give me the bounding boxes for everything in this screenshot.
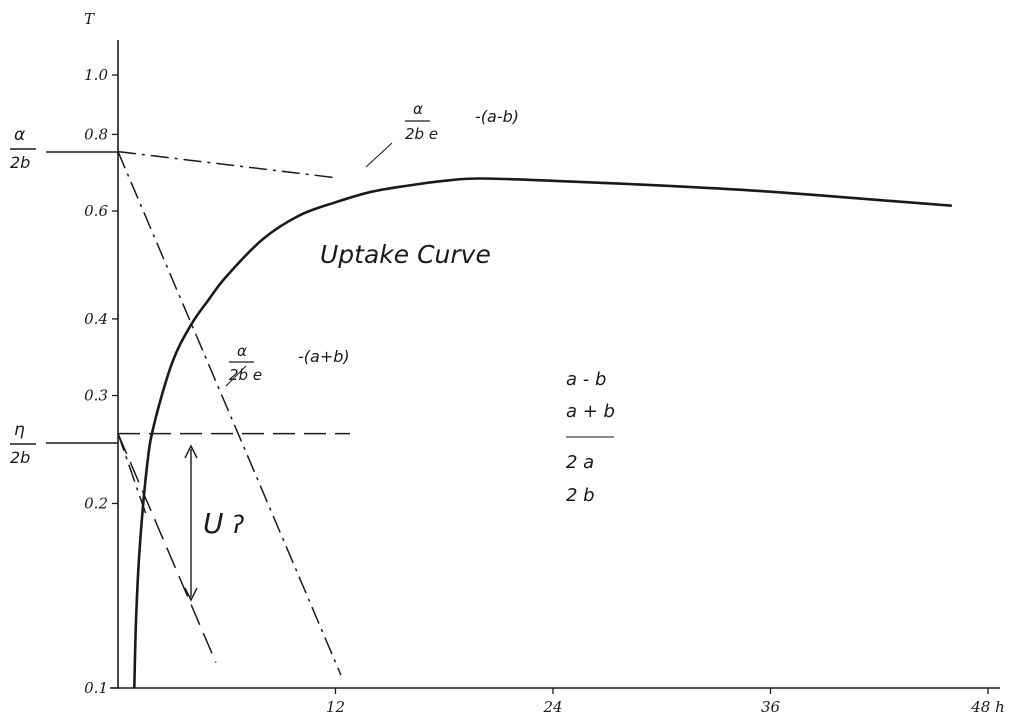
series-line-0 [133,177,952,689]
alpha-denominator: 2b [10,153,30,172]
x-tick-label: 12 [326,698,345,716]
x-tick-label: 36 [761,698,781,716]
series-line-4 [117,433,217,663]
series-line-3 [117,433,148,518]
lower-alpha: α [237,342,247,360]
y-tick-label: 1.0 [84,66,108,84]
list-line-2: a + b [566,401,615,422]
uptake-curve-label: Uptake Curve [320,240,491,269]
series-layer [117,150,952,689]
x-ticks: 12 24 36 48 h [326,688,1005,716]
y-tick-label: 0.4 [84,310,108,328]
x-tick-label: 24 [542,698,562,716]
exponent-list: a - b a + b 2 a 2 b [566,369,615,506]
alpha-symbol: α [14,125,25,145]
u-arrow-head-bottom [184,587,198,602]
y-tick-label: 0.8 [84,125,108,143]
lower-line-annotation: α 2b e -(a+b) [225,342,350,387]
a-over-2b-label: α 2b [10,125,36,172]
y-tick-label: 0.3 [84,387,108,405]
u-arrow: U ʔ [184,444,245,602]
eta-denominator: 2b [10,448,30,467]
upper-leader-line [365,142,393,168]
y-ticks: 0.1 0.2 0.3 0.4 0.6 0.8 1.0 [84,66,118,697]
u-arrow-head-top [184,444,198,459]
upper-alpha: α [413,100,423,118]
series-line-2 [117,151,342,676]
upper-line-annotation: α 2b e -(a-b) [365,100,519,168]
u-label: U [203,507,224,540]
y-tick-label: 0.6 [84,202,108,220]
y-tick-label: 0.1 [84,679,108,697]
u-question-mark: ʔ [232,511,245,539]
eta-over-2b-label: η 2b [10,420,36,467]
x-tick-label: 48 h [970,698,1005,716]
y-axis-label: T [84,10,95,28]
y-tick-label: 0.2 [84,494,108,512]
series-line-1 [117,150,336,179]
lower-exponent: -(a+b) [298,347,350,366]
upper-formula: 2b e [405,125,438,143]
axes [46,40,1000,689]
upper-exponent: -(a-b) [475,107,519,126]
eta-symbol: η [14,420,25,440]
list-line-4: 2 b [566,485,595,506]
lower-leader-line [225,365,247,387]
lower-formula: 2b e [229,366,262,384]
list-line-3: 2 a [566,452,594,473]
list-line-1: a - b [566,369,606,390]
